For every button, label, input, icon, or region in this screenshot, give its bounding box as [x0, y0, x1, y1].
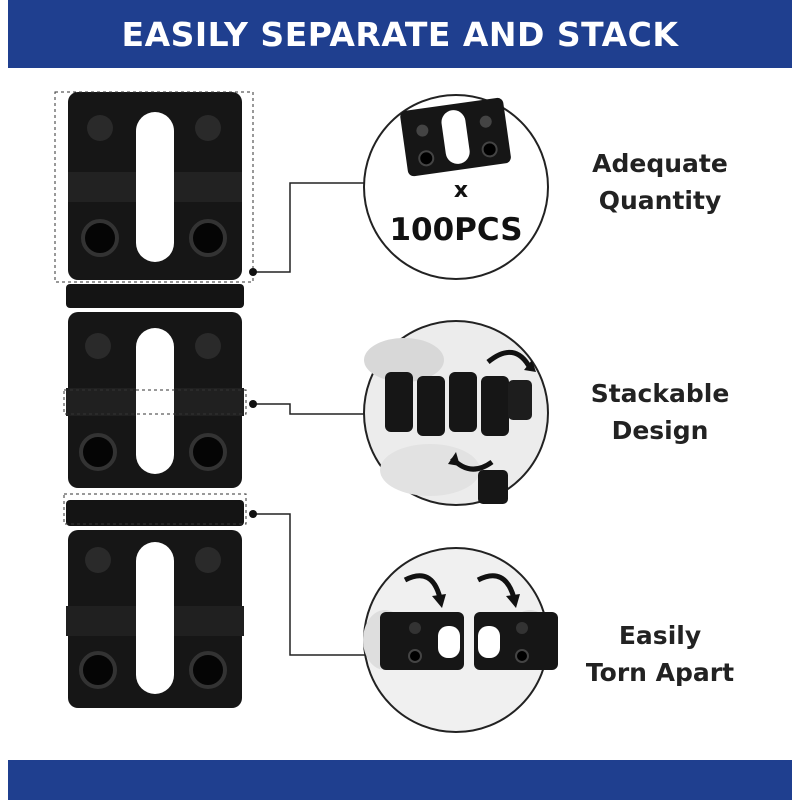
shim-piece: [68, 92, 242, 280]
connector-lines: [253, 182, 368, 656]
shim-divider: [66, 284, 244, 308]
feature-label-torn-apart: Easily Torn Apart: [560, 617, 760, 691]
highlight-box-single: [54, 91, 254, 283]
connector-dot: [249, 400, 257, 408]
highlight-box-tear: [63, 493, 247, 525]
shim-piece: [66, 312, 244, 488]
feature-label-line: Quantity: [598, 186, 722, 215]
feature-label-line: Adequate: [592, 149, 728, 178]
feature-label-line: Torn Apart: [585, 658, 735, 687]
header-banner: EASILY SEPARATE AND STACK: [8, 0, 792, 68]
feature-label-stackable: Stackable Design: [560, 375, 760, 449]
connector-dot: [249, 510, 257, 518]
tearing-apart-icon: [363, 573, 558, 670]
highlight-box-stack: [63, 389, 247, 415]
feature-label-line: Design: [611, 416, 709, 445]
quantity-multiplier: x: [453, 178, 469, 203]
feature-label-line: Easily: [618, 621, 702, 650]
footer-bar: [8, 760, 792, 800]
quantity-amount: 100PCS: [389, 212, 523, 248]
shim-piece: [66, 530, 244, 708]
connector-dot: [249, 268, 257, 276]
feature-label-line: Stackable: [590, 379, 730, 408]
feature-label-quantity: Adequate Quantity: [560, 145, 760, 219]
shim-stack-image: [66, 92, 244, 708]
shim-divider: [66, 500, 244, 526]
stacking-hands-icon: [364, 338, 536, 504]
single-shim-icon: [400, 97, 511, 177]
banner-title: EASILY SEPARATE AND STACK: [121, 14, 679, 54]
